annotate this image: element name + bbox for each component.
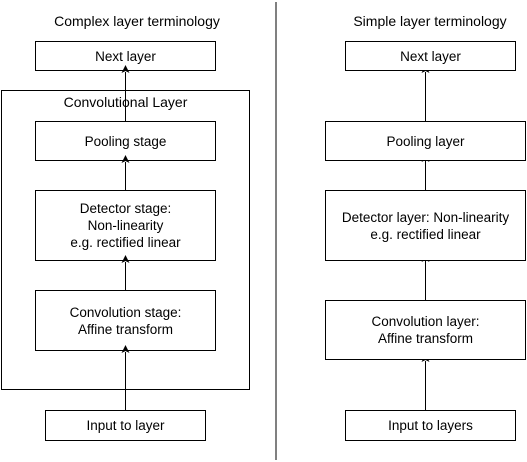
left-pooling-label: Pooling stage [84, 133, 167, 149]
right-heading: Simple layer terminology [353, 13, 507, 29]
right-convolution-label: Convolution layer: Affine transform [371, 314, 480, 346]
left-input-label: Input to layer [86, 418, 165, 433]
left-convolution-label: Convolution stage: Affine transform [69, 304, 182, 337]
right-next-layer-box: Next layer [345, 41, 516, 71]
left-pooling-box: Pooling stage [35, 121, 216, 161]
right-convolution-box: Convolution layer: Affine transform [325, 300, 526, 360]
right-input-box: Input to layers [345, 410, 516, 441]
left-detector-label: Detector stage: Non-linearity e.g. recti… [70, 201, 181, 250]
left-input-box: Input to layer [45, 410, 206, 441]
left-next-layer-label: Next layer [95, 48, 156, 64]
right-detector-box: Detector layer: Non-linearity e.g. recti… [325, 190, 526, 261]
right-next-layer-label: Next layer [400, 48, 461, 64]
right-detector-label: Detector layer: Non-linearity e.g. recti… [341, 209, 510, 242]
right-pooling-box: Pooling layer [325, 121, 526, 161]
left-heading: Complex layer terminology [54, 13, 220, 29]
left-detector-box: Detector stage: Non-linearity e.g. recti… [35, 190, 216, 261]
right-pooling-label: Pooling layer [386, 133, 465, 149]
left-convolution-box: Convolution stage: Affine transform [35, 290, 216, 351]
right-input-label: Input to layers [388, 418, 473, 433]
